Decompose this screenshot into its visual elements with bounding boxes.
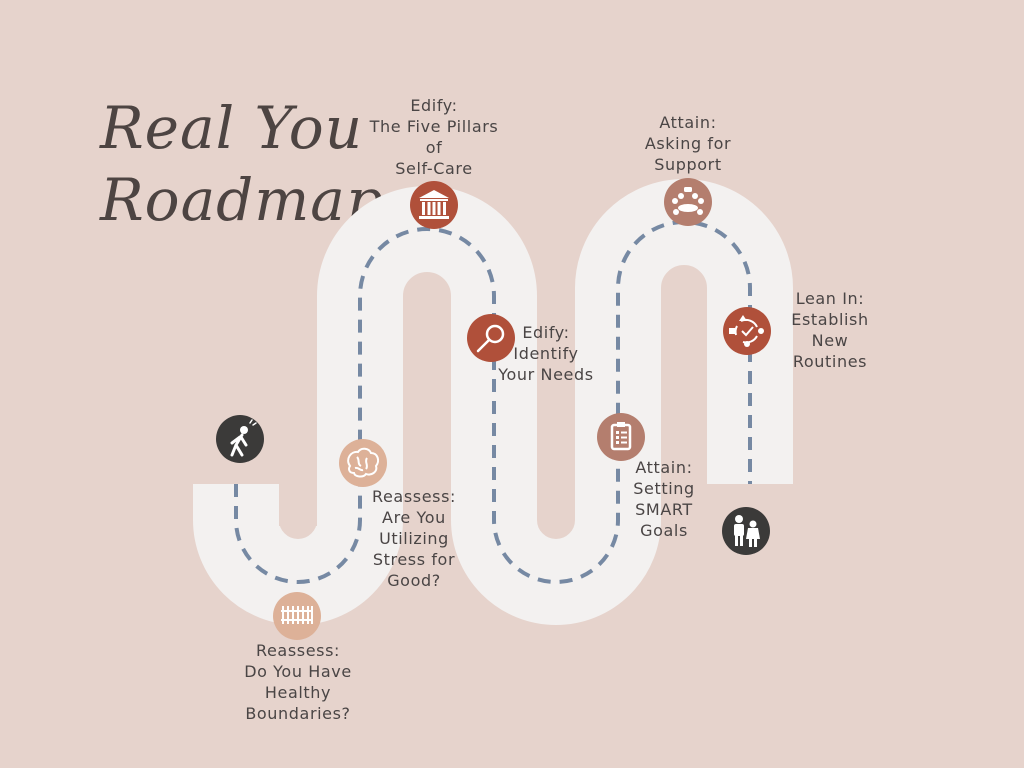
- label-stress: Reassess: Are You Utilizing Stress for G…: [371, 487, 457, 590]
- group-icon: [672, 187, 704, 215]
- milestone-stress-circle: [339, 439, 387, 487]
- label-routines: Lean In: Establish New Routines: [791, 289, 869, 371]
- cycle-icon: [729, 315, 764, 347]
- fence-icon: [281, 606, 313, 624]
- milestone-pillars: [410, 181, 458, 229]
- pillars-icon: [419, 190, 449, 219]
- milestone-end-circle: [722, 507, 770, 555]
- magnifier-icon: [476, 324, 505, 353]
- road-dashed-line: [234, 220, 752, 584]
- milestone-needs: [467, 314, 515, 362]
- roadmap-title: Real You Roadmap: [100, 92, 384, 236]
- milestone-goals: [597, 413, 645, 461]
- milestone-stress: [339, 439, 387, 487]
- label-boundaries: Reassess: Do You Have Healthy Boundaries…: [244, 641, 352, 723]
- label-needs: Edify: Identify Your Needs: [498, 323, 594, 384]
- milestone-start: [216, 415, 264, 463]
- milestone-routines-circle: [723, 307, 771, 355]
- milestone-end: [722, 507, 770, 555]
- milestone-routines: [723, 307, 771, 355]
- label-goals: Attain: Setting SMART Goals: [633, 458, 695, 540]
- road-inner-pillar-1: [279, 484, 317, 526]
- milestone-support: [664, 178, 712, 226]
- stressed-person-icon: [230, 419, 257, 457]
- milestone-boundaries: [273, 592, 321, 640]
- checklist-icon: [610, 422, 632, 451]
- milestone-support-circle: [664, 178, 712, 226]
- brain-icon: [347, 447, 380, 478]
- title-line-2: Roadmap: [100, 166, 385, 234]
- family-icon: [734, 515, 760, 547]
- label-pillars: Edify: The Five Pillars of Self-Care: [369, 96, 499, 178]
- label-support: Attain: Asking for Support: [644, 113, 732, 174]
- title-line-1: Real You: [100, 94, 364, 162]
